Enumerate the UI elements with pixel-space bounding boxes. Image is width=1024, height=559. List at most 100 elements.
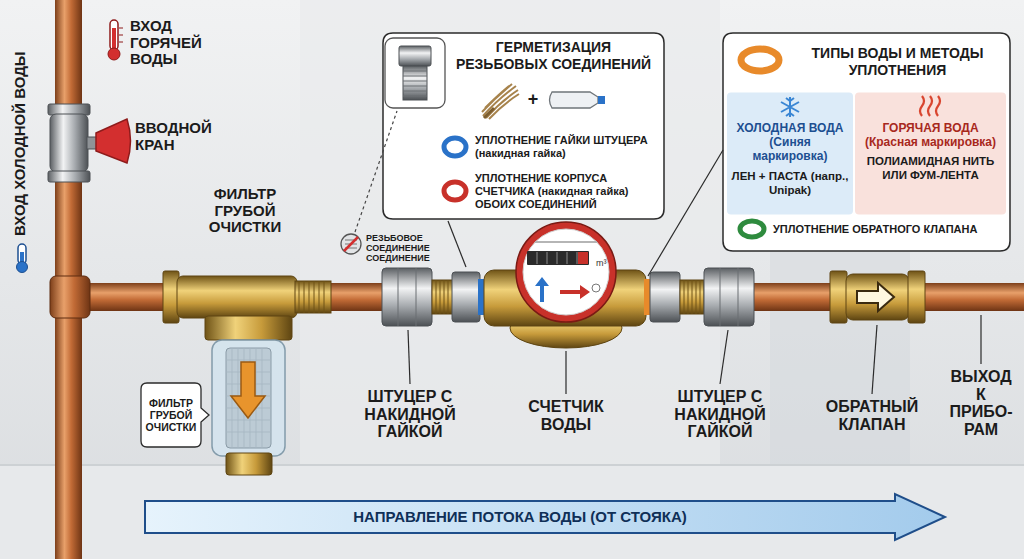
check-valve [830, 271, 925, 323]
leader-line [648, 150, 723, 276]
leader-lines [355, 111, 981, 394]
meter-assembly [382, 222, 754, 348]
sealing-callout: ГЕРМЕТИЗАЦИЯ РЕЗЬБОВЫХ СОЕДИНЕНИЙ + УПЛОТН… [383, 33, 664, 219]
filter-callout: ФИЛЬТР ГРУБОЙ ОЧИСТКИ [141, 383, 201, 447]
hot-thermometer-fill [112, 28, 116, 50]
flow-down-arrow [231, 362, 265, 418]
filter-body [177, 276, 297, 318]
union-nut [704, 268, 754, 326]
card-shape [723, 33, 1010, 251]
callout-shape [141, 383, 209, 447]
blue-gasket [478, 279, 484, 315]
red-arrow [560, 285, 590, 299]
meter-nut [452, 272, 480, 322]
part-label: ФИЛЬТР ГРУБОЙ ОЧИСТКИ [195, 186, 295, 236]
part-label: СЧЕТЧИК ВОДЫ [511, 398, 621, 433]
valve-nut [48, 104, 90, 115]
wall-panel [300, 0, 720, 465]
counter-cells [537, 252, 577, 264]
filter-bowl [212, 340, 285, 456]
callout-heading: ТИПЫ ВОДЫ И МЕТОДЫ УПЛОТНЕНИЯ [795, 45, 1000, 79]
inlet-valve [48, 104, 131, 182]
valve-body [846, 274, 909, 320]
fitting-icon-box [385, 38, 445, 108]
thread-lines [299, 281, 324, 313]
nut-facets [398, 268, 416, 326]
heat-icon [920, 96, 940, 116]
panel-heading: ГОРЯЧАЯ ВОДА (Красная маркировка) [859, 121, 1002, 150]
seal-item: УПЛОТНЕНИЕ ГАЙКИ ШТУЦЕРА (накидная гайка… [475, 127, 655, 167]
flax-icon [482, 84, 519, 119]
copper-pipes [50, 0, 1024, 559]
thread-part [432, 280, 454, 314]
dashed-leader [355, 111, 397, 232]
filter-cap [226, 453, 272, 475]
hot-thermometer-bulb [108, 48, 120, 60]
callout-text: ФИЛЬТР ГРУБОЙ ОЧИСТКИ [144, 397, 198, 433]
small-dial [592, 284, 600, 292]
thread-icon [341, 234, 361, 254]
valve-hex [908, 271, 925, 323]
nut-facets [720, 268, 738, 326]
counter-red-cell [578, 252, 588, 264]
cold-shape [727, 93, 853, 215]
leader-line [720, 330, 728, 384]
meter-nut [650, 272, 680, 322]
meter-dial-ring [516, 222, 616, 322]
flax-tie [484, 108, 494, 118]
hot-water-panel: ГОРЯЧАЯ ВОДА (Красная маркировка)ПОЛИАМИ… [855, 93, 1006, 215]
panel-heading: ХОЛОДНАЯ ВОДА (Синяя маркировка) [731, 121, 849, 164]
filter-thread [295, 281, 331, 313]
part-label: ВЫХОД К ПРИБО-РАМ [948, 368, 1014, 438]
tick [119, 42, 123, 43]
mesh-lines [226, 348, 271, 448]
blue-ring [444, 138, 466, 156]
fitting-icon-thread [403, 66, 427, 100]
inlet-label: ВХОД ХОЛОДНОЙ ВОДЫ [12, 51, 29, 236]
serial-line [535, 241, 597, 243]
leader-line [872, 325, 877, 394]
part-label: ШТУЦЕР С НАКИДНОЙ ГАЙКОЙ [665, 388, 775, 441]
green-ring [740, 221, 764, 237]
filter-mesh [226, 348, 271, 448]
union-nut [382, 268, 432, 326]
valve-direction-arrow [857, 283, 894, 311]
thread-lines [684, 280, 700, 314]
snowflake-icon [781, 97, 799, 117]
hot-thermometer [110, 20, 118, 50]
thermometers [17, 20, 124, 273]
counter-window [527, 251, 589, 265]
orange-gasket [644, 279, 650, 315]
inlet-label: ВХОД ГОРЯЧЕЙ ВОДЫ [130, 18, 220, 68]
thread-lines [436, 280, 448, 314]
part-label: ОБРАТНЫЙ КЛАПАН [812, 398, 932, 433]
hot-shape [855, 93, 1006, 215]
meter-dial-face [523, 229, 609, 315]
filter-collar [205, 316, 292, 340]
part-label: ВВОДНОЙ КРАН [135, 120, 225, 153]
plus-sign: + [523, 89, 543, 110]
floor-line [0, 464, 1024, 466]
leader-line [980, 315, 981, 364]
valve-hex [830, 271, 847, 323]
arrow-caption: НАПРАВЛЕНИЕ ПОТОКА ВОДЫ (ОТ СТОЯКА) [353, 508, 687, 526]
callout-heading: ГЕРМЕТИЗАЦИЯ РЕЗЬБОВЫХ СОЕДИНЕНИЙ [449, 39, 658, 73]
part-label: ШТУЦЕР С НАКИДНОЙ ГАЙКОЙ [355, 388, 465, 441]
cross-out-mark [344, 237, 358, 251]
leader-line [565, 351, 566, 394]
paste-tube-cap [598, 96, 605, 104]
thread-part [680, 280, 704, 314]
leader-line [408, 330, 410, 384]
floor [0, 465, 1024, 559]
paste-tube [550, 92, 599, 108]
water-types-callout: ТИПЫ ВОДЫ И МЕТОДЫ УПЛОТНЕНИЯУПЛОТНЕНИЕ … [723, 33, 1010, 251]
card-shape [383, 33, 664, 219]
fitting-icon-nut [399, 46, 431, 66]
leader-line [448, 221, 466, 267]
node-backgrounds [141, 33, 1010, 540]
note-label: РЕЗЬБОВОЕ СОЕДИНЕНИЕ СОЕДИНЕНИЕ [366, 233, 444, 263]
